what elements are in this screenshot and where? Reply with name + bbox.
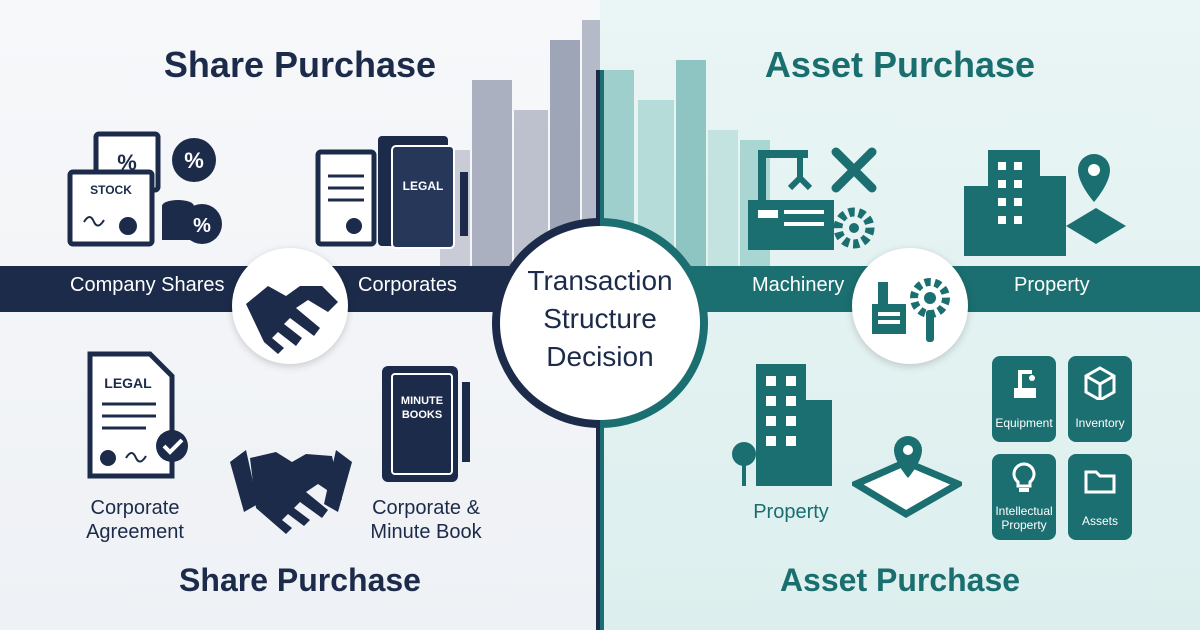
center-divider-top	[596, 70, 604, 230]
minute-book-icon: MINUTE BOOKS	[382, 366, 470, 482]
handshake-icon	[246, 286, 338, 354]
handshake-badge	[232, 248, 348, 364]
factory-machinery-icon	[748, 147, 877, 250]
svg-text:LEGAL: LEGAL	[104, 375, 152, 391]
handshake-bottom-icon	[230, 450, 352, 534]
share-purchase-heading-bottom: Share Purchase	[179, 562, 421, 598]
assets-label: Assets	[1081, 514, 1118, 528]
machinery-badge	[852, 248, 968, 364]
stock-certificate-icon: % STOCK % %	[67, 131, 222, 247]
legal-documents-icon: LEGAL	[315, 136, 468, 249]
box-icon	[1084, 366, 1116, 400]
robot-arm-icon	[1014, 370, 1036, 398]
asset-purchase-heading-top: Asset Purchase	[764, 44, 1036, 85]
svg-text:%: %	[184, 148, 204, 173]
property-label: Property	[753, 501, 829, 523]
equipment-label: Equipment	[995, 416, 1053, 430]
intellectual-property-label: Intellectual Property	[995, 504, 1053, 532]
decision-oval	[492, 218, 708, 428]
svg-text:STOCK: STOCK	[90, 183, 132, 197]
svg-text:MINUTE: MINUTE	[401, 395, 443, 407]
legal-agreement-icon: LEGAL	[87, 351, 188, 479]
property-band-label: Property	[1014, 274, 1090, 296]
svg-text:%: %	[193, 215, 211, 237]
inventory-label: Inventory	[1075, 416, 1125, 430]
machinery-label: Machinery	[752, 274, 845, 296]
share-purchase-heading-top: Share Purchase	[163, 44, 437, 85]
svg-text:%: %	[117, 150, 137, 175]
property-city-icon	[732, 364, 832, 486]
assets-tile: Assets	[1068, 454, 1132, 540]
inventory-tile: Inventory	[1068, 356, 1132, 442]
intellectual-property-tile: Intellectual Property	[992, 454, 1056, 540]
svg-text:LEGAL: LEGAL	[403, 179, 444, 193]
center-title-text: Transaction Structure Decision	[527, 265, 673, 372]
corporates-label: Corporates	[358, 274, 457, 296]
machinery-gear-icon	[872, 278, 950, 342]
land-location-icon	[852, 436, 962, 519]
transaction-structure-decision-title: Transaction Structure Decision	[500, 262, 700, 376]
asset-purchase-heading-bottom: Asset Purchase	[779, 562, 1021, 598]
corporate-minute-book-label: Corporate & Minute Book	[370, 497, 482, 543]
equipment-tile: Equipment	[992, 356, 1056, 442]
svg-text:BOOKS: BOOKS	[402, 409, 442, 421]
center-divider-bottom	[596, 420, 604, 630]
company-shares-label: Company Shares	[70, 274, 225, 296]
folder-icon	[1084, 470, 1116, 494]
lightbulb-icon	[1012, 462, 1036, 492]
corporate-agreement-label: Corporate Agreement	[86, 497, 184, 543]
property-building-icon	[964, 150, 1126, 256]
